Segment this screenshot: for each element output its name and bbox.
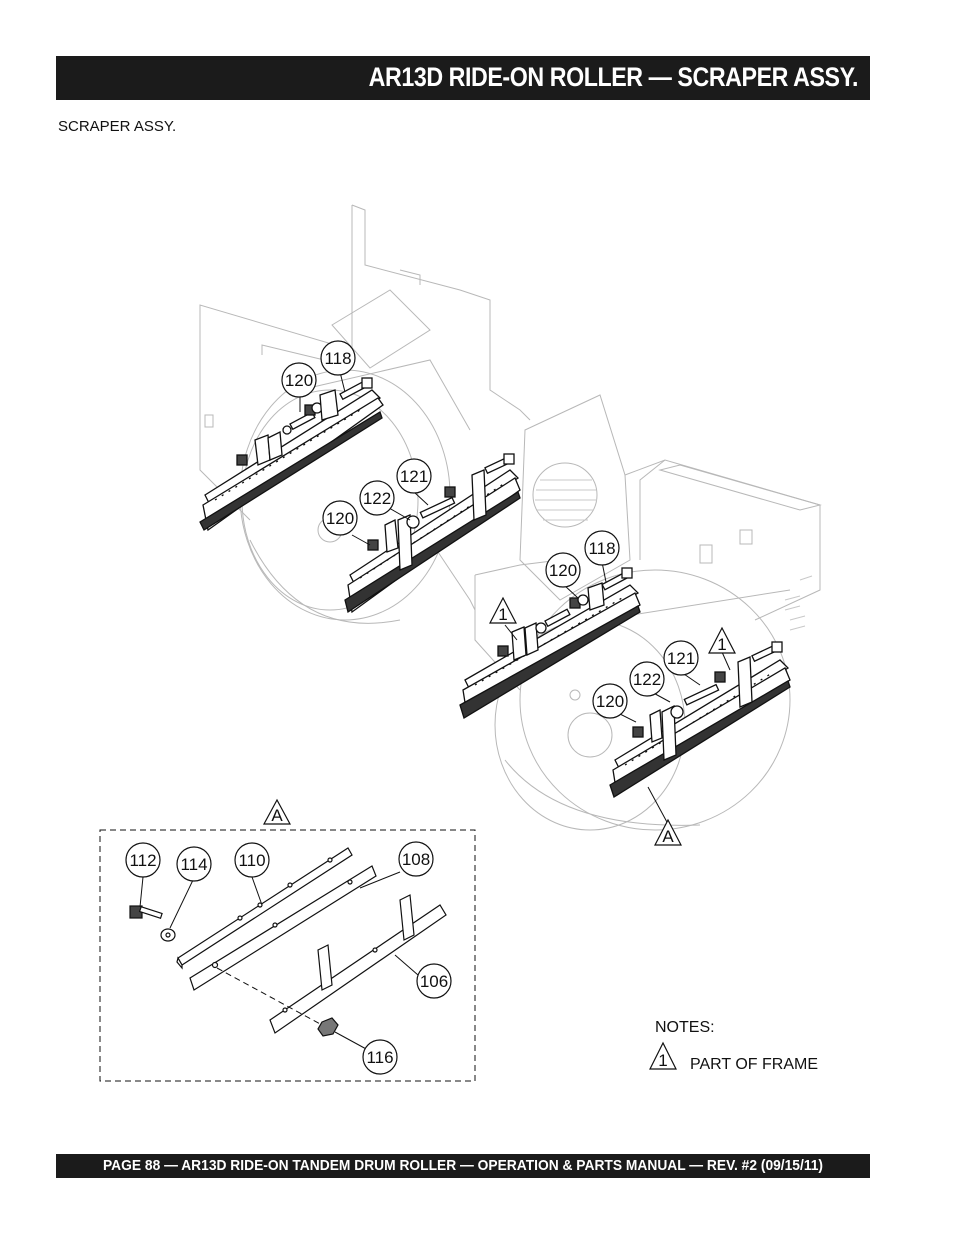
scraper-assembly-front-left bbox=[459, 567, 641, 719]
callout-116: 116 bbox=[366, 1048, 393, 1067]
callout-bubble bbox=[416, 963, 452, 999]
footer-bar: PAGE 88 — AR13D RIDE-ON TANDEM DRUM ROLL… bbox=[56, 1154, 870, 1178]
callout-118: 118 bbox=[588, 539, 615, 558]
callout-118: 118 bbox=[324, 349, 351, 368]
callout-bubble bbox=[322, 500, 358, 536]
notes-heading: NOTES: bbox=[655, 1019, 715, 1036]
detail-marker-a: A bbox=[662, 827, 674, 846]
callout-bubble bbox=[125, 842, 161, 878]
callout-bubble bbox=[362, 1039, 398, 1075]
callout-bubble bbox=[396, 458, 432, 494]
frame-outline bbox=[199, 204, 822, 831]
callout-bubble bbox=[663, 640, 699, 676]
detail-marker-a: A bbox=[271, 806, 283, 825]
note-marker-1: 1 bbox=[717, 635, 726, 654]
callout-bubble bbox=[398, 841, 434, 877]
callout-bubble bbox=[176, 846, 212, 882]
header-bar: AR13D RIDE-ON ROLLER — SCRAPER ASSY. bbox=[56, 56, 870, 100]
callout-bubble bbox=[584, 530, 620, 566]
note-triangles bbox=[262, 596, 736, 1070]
callout-106: 106 bbox=[420, 972, 448, 991]
callout-110: 110 bbox=[238, 851, 265, 870]
callout-108: 108 bbox=[402, 850, 430, 869]
footer-text: PAGE 88 — AR13D RIDE-ON TANDEM DRUM ROLL… bbox=[102, 1157, 824, 1174]
callout-122: 122 bbox=[363, 489, 391, 508]
note-1-text: PART OF FRAME bbox=[690, 1056, 818, 1073]
note-marker-1: 1 bbox=[498, 605, 507, 624]
scraper-assembly-rear-left bbox=[199, 377, 384, 532]
page-title: AR13D RIDE-ON ROLLER — SCRAPER ASSY. bbox=[368, 62, 859, 92]
scraper-assembly-front-right bbox=[609, 641, 791, 798]
section-subtitle: SCRAPER ASSY. bbox=[58, 118, 177, 135]
callout-114: 114 bbox=[180, 855, 207, 874]
detail-a-parts bbox=[129, 847, 447, 1037]
callouts-detail bbox=[125, 841, 452, 1075]
detail-a-frame bbox=[99, 829, 476, 1082]
callouts-main bbox=[281, 340, 699, 719]
callout-120: 120 bbox=[285, 371, 313, 390]
callout-122: 122 bbox=[633, 670, 661, 689]
callout-bubble bbox=[234, 842, 270, 878]
callout-120: 120 bbox=[326, 509, 354, 528]
callout-bubble bbox=[592, 683, 628, 719]
scraper-assembly-rear-right bbox=[344, 453, 521, 614]
detail-leaders bbox=[139, 871, 419, 1051]
callout-120: 120 bbox=[596, 692, 624, 711]
note-1-marker: 1 bbox=[658, 1051, 667, 1070]
callout-121: 121 bbox=[400, 467, 428, 486]
callout-120: 120 bbox=[549, 561, 577, 580]
callout-texts-main: 118 120 121 122 120 118 120 121 122 120 bbox=[285, 349, 695, 711]
callout-bubble bbox=[281, 362, 317, 398]
callout-bubble bbox=[320, 340, 356, 376]
callout-bubble bbox=[359, 480, 395, 516]
callout-bubble bbox=[629, 661, 665, 697]
callout-121: 121 bbox=[667, 649, 695, 668]
callout-112: 112 bbox=[129, 851, 156, 870]
callout-bubble bbox=[545, 552, 581, 588]
